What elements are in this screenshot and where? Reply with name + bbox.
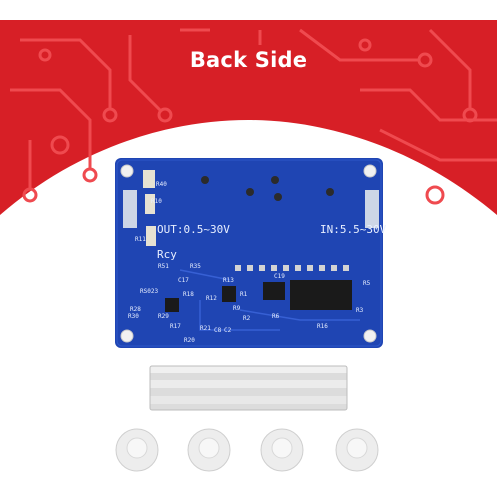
board-label-in: IN:5.5~30V xyxy=(320,223,387,236)
component-label-r51: R51 xyxy=(158,263,169,270)
component-label-c17: C17 xyxy=(178,277,189,284)
component-label-r35: R35 xyxy=(190,263,201,270)
component-label-r30: R30 xyxy=(128,313,139,320)
component-label-c8: C8 xyxy=(214,327,222,334)
component-label-r40: R40 xyxy=(156,181,167,188)
banner-title: Back Side xyxy=(189,48,308,72)
component-label-r5: R5 xyxy=(363,280,371,287)
component-label-r21: R21 xyxy=(200,325,211,332)
circuit-traces xyxy=(10,28,497,190)
component-label-r12: R12 xyxy=(206,295,217,302)
component-label-r2: R2 xyxy=(243,315,251,322)
component-label-r16: R16 xyxy=(317,323,328,330)
component-label-r28: R28 xyxy=(130,306,141,313)
component-label-r9: R9 xyxy=(233,305,241,312)
standoff-1 xyxy=(115,428,159,472)
pcb-board xyxy=(115,158,383,348)
component-label-c2: C2 xyxy=(224,327,232,334)
component-label-rs023: RS023 xyxy=(140,288,158,295)
standoff-4 xyxy=(335,428,379,472)
component-label-r11: R11 xyxy=(135,236,146,243)
component-label-r1: R1 xyxy=(240,291,248,298)
component-label-r20: R20 xyxy=(184,337,195,344)
standoffs xyxy=(115,428,379,472)
circuit-pads xyxy=(22,38,478,205)
board-label-out: OUT:0.5~30V xyxy=(157,223,230,236)
component-label-c19: C19 xyxy=(274,273,285,280)
component-label-r17: R17 xyxy=(170,323,181,330)
board-label-rcy: Rcy xyxy=(157,248,177,261)
standoff-3 xyxy=(260,428,304,472)
component-label-r3: R3 xyxy=(356,307,364,314)
standoff-2 xyxy=(187,428,231,472)
component-label-r18: R18 xyxy=(183,291,194,298)
component-label-r6: R6 xyxy=(272,313,280,320)
component-label-r29: R29 xyxy=(158,313,169,320)
component-label-r13: R13 xyxy=(223,277,234,284)
red-banner xyxy=(0,20,497,215)
component-label-r10: R10 xyxy=(151,198,162,205)
heatsink xyxy=(149,365,348,411)
